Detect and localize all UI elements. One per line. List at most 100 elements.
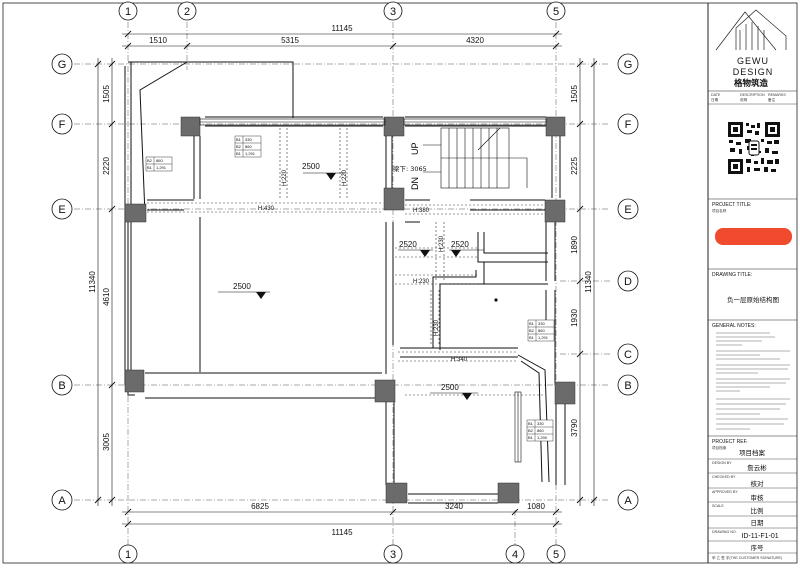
dim-right-seg: 1505 [570,85,579,103]
grid-bubbles-top: 1 2 3 5 [118,1,566,21]
dimension-lines [97,33,595,525]
column [554,381,576,405]
grid-bubble-top-5: 5 [546,1,566,21]
windows [199,118,547,463]
svg-text:1,291: 1,291 [538,335,549,340]
qr-code-icon [727,121,781,175]
svg-text:2500: 2500 [302,162,320,171]
elevation-marker: 2520 [449,240,484,257]
grid-label: 4 [512,549,518,561]
beam-height-note: 梁下: 3065 [393,164,427,173]
grid-bubble-right-E: E [617,198,639,220]
dim-left-seg: 3005 [102,433,111,451]
column [124,369,145,393]
grid-label: 1 [125,6,131,18]
grid-bubble-bottom-3: 3 [383,544,403,564]
grid-label: E [624,204,631,216]
svg-text:说明: 说明 [740,97,748,102]
grid-label: 3 [390,549,396,561]
grid-bubble-left-F: F [51,113,73,135]
svg-text:1,290: 1,290 [537,435,548,440]
drain-point [494,298,498,302]
drawing-number: ID-11-F1-01 [741,533,778,540]
grid-bubble-right-A: A [617,489,639,511]
checked-by-value: 核对 [751,479,765,488]
grid-label: 5 [553,6,559,18]
svg-text:B2: B2 [528,428,534,433]
svg-text:B1: B1 [529,321,535,326]
dim-right-seg: 1890 [570,236,579,254]
svg-text:H:380: H:380 [413,208,430,214]
grid-bubble-right-F: F [617,113,639,135]
grid-bubble-bottom-4: 4 [505,544,525,564]
grid-label: G [58,59,67,71]
grid-label: A [624,495,632,507]
dim-right-total: 11340 [584,271,593,293]
staircase [423,127,528,189]
grid-bubble-right-B: B [617,374,639,396]
dim-top-seg: 4320 [466,36,484,45]
elevation-marker: 2500 [218,282,270,299]
dim-top-total: 11145 [331,24,353,33]
dim-right-seg: 3790 [570,419,579,437]
drawing-title-label: DRAWING TITLE: [712,272,752,278]
grid-bubble-left-A: A [51,489,73,511]
grid-bubble-right-D: D [617,270,639,292]
general-notes-label: GENERAL NOTES: [712,323,756,329]
grid-bubble-top-2: 2 [177,1,197,21]
grid-bubble-right-G: G [617,53,639,75]
svg-text:1,291: 1,291 [245,151,256,156]
svg-text:DATE: DATE [711,93,721,97]
column [180,116,201,137]
svg-text:2500: 2500 [441,383,459,392]
svg-text:2500: 2500 [233,282,251,291]
grid-bubble-top-3: 3 [383,1,403,21]
svg-text:B1: B1 [236,137,242,142]
stair-down-label: DN [410,177,420,190]
sheet-frame [2,2,798,564]
svg-text:CHECKED BY: CHECKED BY [712,475,736,479]
elevation-marker: 2500 [430,383,478,400]
grid-label: F [625,119,632,131]
svg-text:APPROVED BY: APPROVED BY [712,490,738,494]
svg-text:项目档案: 项目档案 [712,445,727,450]
grid-label: 1 [125,549,131,561]
svg-text:B2: B2 [529,328,535,333]
scale-value: 比例 [751,506,764,515]
design-by-value: 詹云彬 [747,463,767,472]
title-block: GEWU DESIGN 格物筑造 DATE DESCRIPTION REMARK… [708,9,797,560]
elevation-markers: 2500 2500 2520 2520 2500 [218,162,498,400]
svg-text:2520: 2520 [451,240,469,249]
serial-value: 序号 [751,543,765,552]
svg-text:B2: B2 [236,144,242,149]
svg-text:H:430: H:430 [258,206,275,212]
svg-text:H:220: H:220 [282,169,288,186]
grid-label: B [58,380,65,392]
svg-text:H:230: H:230 [439,235,445,252]
svg-text:B2: B2 [147,158,153,163]
grid-bubble-left-B: B [51,374,73,396]
svg-text:DRAWING NO.: DRAWING NO. [712,530,737,534]
dim-right-seg: 2225 [570,157,579,175]
dim-right-seg: 1930 [570,309,579,327]
grid-bubble-bottom-1: 1 [118,544,138,564]
svg-text:B1: B1 [529,335,535,340]
svg-text:备注: 备注 [768,97,776,102]
grid-label: D [624,276,632,288]
customer-signature-line: 甲 乙 签 字(THE CUSTOMER SIGNATURE) [712,555,782,560]
grid-label: C [624,349,632,361]
elevation-marker: 2520 [398,240,433,257]
grid-label: G [624,59,633,71]
grid-label: A [58,495,66,507]
grid-bubbles-left: G F E B A [51,53,73,511]
svg-text:H:230: H:230 [413,279,430,285]
svg-text:330: 330 [537,421,544,426]
dim-bottom-total: 11145 [331,528,353,537]
svg-text:DESIGN BY: DESIGN BY [712,461,732,465]
beam-labels: H:220 H:220 H:430 H:380 H:230 H:230 H:23… [258,169,468,363]
grid-label: 3 [390,6,396,18]
